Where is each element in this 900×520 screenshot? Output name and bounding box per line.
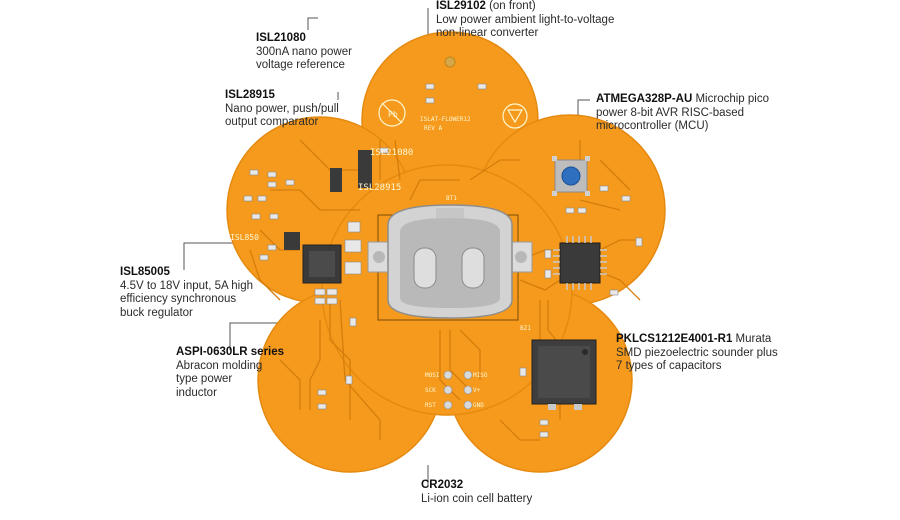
callout-pkl-title: PKLCS1212E4001-R1	[616, 333, 733, 345]
callout-cr2032-desc-1: Li-ion coin cell battery	[421, 492, 533, 505]
silk-isl28915: ISL28915	[358, 183, 401, 193]
silk-rst: RST	[425, 402, 436, 409]
callout-isl28915-desc-1: Nano power, push/pull	[225, 102, 339, 115]
callout-isl21080-title: ISL21080	[256, 32, 306, 44]
callout-atmega-desc-1: power 8-bit AVR RISC-based	[596, 106, 745, 119]
callout-isl85005: ISL85005 4.5V to 18V input, 5A high effi…	[120, 266, 253, 320]
callout-atmega-desc-2: microcontroller (MCU)	[596, 120, 709, 132]
silk-gnd: GND	[473, 402, 484, 409]
callout-pkl-title-rest: Murata	[732, 333, 772, 345]
regulator-chip	[284, 232, 300, 250]
callout-isl28915-desc-2: output comparator	[225, 116, 319, 128]
callout-isl21080-desc-2: voltage reference	[256, 59, 345, 71]
callout-aspi-desc-1: Abracon molding	[176, 359, 263, 372]
coin-cell-battery-holder	[367, 204, 533, 319]
mcu-chip	[553, 236, 607, 290]
isp-header-pads	[443, 370, 473, 410]
callout-aspi-desc-3: inductor	[176, 386, 217, 399]
callout-atmega-title-rest: Microchip pico	[692, 93, 769, 105]
callout-isl28915: ISL28915 Nano power, push/pull output co…	[225, 89, 339, 130]
callout-isl85005-desc-1: 4.5V to 18V input, 5A high	[120, 279, 253, 292]
power-inductor	[302, 244, 342, 284]
callout-isl21080: ISL21080 300nA nano power voltage refere…	[256, 32, 352, 73]
callout-isl28915-title: ISL28915	[225, 89, 275, 101]
callout-pkl: PKLCS1212E4001-R1 Murata SMD piezoelectr…	[616, 333, 778, 374]
silk-pb: Pb	[388, 110, 398, 119]
callout-cr2032-title: CR2032	[421, 479, 464, 491]
lead-free-symbol	[378, 99, 406, 127]
silk-bt1: BT1	[446, 195, 457, 202]
callout-aspi-desc-2: type power	[176, 373, 233, 385]
callout-aspi: ASPI-0630LR series Abracon molding type …	[176, 346, 284, 400]
silk-vplus: V+	[473, 387, 481, 394]
mounting-hole	[444, 56, 456, 68]
callout-isl85005-desc-3: buck regulator	[120, 306, 193, 319]
voltage-ref-chip	[330, 168, 342, 192]
callout-isl29102-title: ISL29102	[436, 0, 486, 12]
esd-symbol	[502, 103, 528, 129]
silk-isl850: ISL850	[230, 233, 259, 242]
callout-aspi-title: ASPI-0630LR series	[176, 346, 285, 358]
silk-miso: MISO	[473, 372, 488, 379]
callout-isl85005-desc-2: efficiency synchronous	[120, 293, 237, 305]
callout-cr2032: CR2032 Li-ion coin cell battery	[421, 479, 532, 506]
callout-isl29102-desc-1: Low power ambient light-to-voltage	[436, 13, 615, 26]
callout-pkl-desc-1: SMD piezoelectric sounder plus	[616, 346, 778, 359]
callout-isl21080-desc-1: 300nA nano power	[256, 45, 352, 58]
silk-bz1: BZ1	[520, 325, 531, 332]
silk-rev: REV A	[424, 125, 442, 132]
callout-pkl-desc-2: 7 types of capacitors	[616, 360, 722, 372]
push-button	[552, 156, 590, 196]
smd-components	[243, 83, 643, 438]
silk-sck: SCK	[425, 387, 436, 394]
piezo-sounder	[531, 339, 597, 410]
callout-atmega-title: ATMEGA328P-AU	[596, 93, 693, 105]
callout-atmega: ATMEGA328P-AU Microchip pico power 8-bit…	[596, 93, 769, 134]
silk-board-name: ISLAT-FLOWER12	[420, 116, 471, 123]
silk-mosi: MOSI	[425, 372, 440, 379]
callout-isl29102-desc-2: non-linear converter	[436, 27, 539, 39]
callout-isl85005-title: ISL85005	[120, 266, 170, 278]
silk-isl21080: ISL21080	[370, 148, 413, 158]
callout-isl29102: ISL29102 (on front) Low power ambient li…	[436, 0, 614, 41]
comparator-chip	[358, 150, 372, 188]
callout-isl29102-title-rest: (on front)	[485, 0, 536, 12]
